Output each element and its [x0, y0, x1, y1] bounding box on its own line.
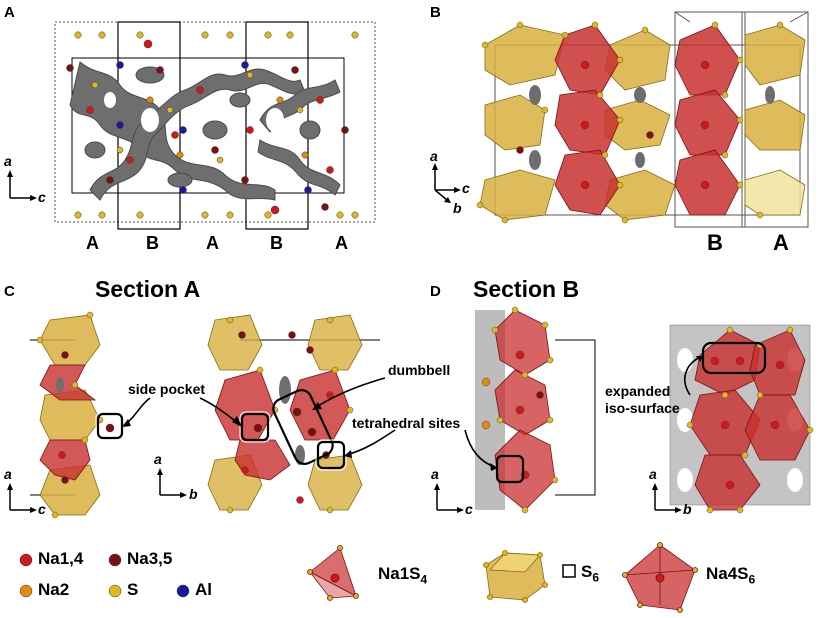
panel-a-structure [7, 21, 376, 230]
legend-na4s6-sub: 6 [748, 572, 756, 587]
panel-c-left-axis-a: a [4, 466, 12, 482]
legend-na14: Na1,4 [38, 549, 84, 568]
panel-b-axis-b: b [453, 200, 462, 216]
dumbbell-label: dumbbell [388, 362, 451, 378]
panel-a-strip-4: B [270, 233, 283, 253]
legend-na2: Na2 [38, 580, 70, 599]
iso-surface-label: iso-surface [605, 400, 680, 416]
legend-na1s4: Na1S4 [378, 564, 427, 586]
panel-a-axis-a: a [4, 153, 12, 169]
panel-d-right-axis-a: a [649, 466, 657, 482]
panel-a-axis-c: c [38, 189, 46, 205]
panel-d-right-axis-b: b [683, 501, 692, 517]
panel-c-left-axis-c: c [38, 501, 46, 517]
legend-na1s4-base: Na1S [378, 564, 421, 583]
legend-na4s6-base: Na4S [706, 564, 749, 583]
panel-a-strip-3: A [206, 233, 219, 253]
panel-b-axis-a: a [430, 148, 438, 164]
panel-d-structure [434, 306, 814, 514]
section-a-title: Section A [95, 276, 201, 302]
panel-a-strip-1: A [86, 233, 99, 253]
panel-label-b: B [430, 4, 441, 21]
panel-label-a: A [4, 4, 15, 21]
legend-al: Al [195, 580, 212, 599]
expanded-label: expanded [605, 383, 671, 399]
panel-b-strip-a: A [773, 230, 789, 255]
legend-s6: S6 [581, 562, 599, 584]
panel-c-right-axis-b: b [189, 486, 198, 502]
legend-na1s4-sub: 4 [420, 572, 428, 587]
panel-d-left-axis-c: c [465, 501, 473, 517]
legend-s6-base: S [581, 562, 593, 581]
panel-d-left-axis-a: a [431, 466, 439, 482]
panel-label-c: C [4, 283, 15, 300]
legend-na35: Na3,5 [127, 549, 173, 568]
panel-label-d: D [430, 283, 441, 300]
legend-na4s6: Na4S6 [706, 564, 755, 586]
panel-c-right-axis-a: a [154, 451, 162, 467]
legend-s: S [127, 580, 139, 599]
panel-b-structure [432, 11, 809, 228]
panel-a-strip-5: A [335, 233, 348, 253]
tetrahedral-sites-label: tetrahedral sites [352, 415, 461, 431]
section-b-title: Section B [473, 276, 580, 302]
panel-b-strip-b: B [707, 230, 723, 255]
panel-a-strip-2: B [146, 233, 159, 253]
legend-s6-sub: 6 [592, 570, 600, 585]
panel-b-axis-c: c [462, 180, 470, 196]
side-pocket-label: side pocket [128, 381, 206, 397]
panel-c-structure [7, 311, 396, 519]
